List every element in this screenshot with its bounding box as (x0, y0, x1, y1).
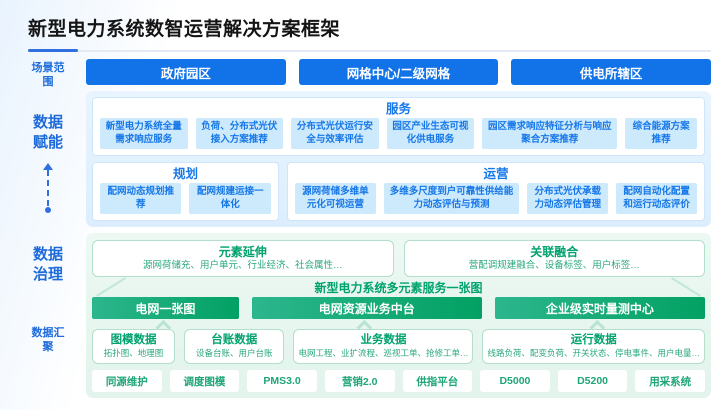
one-map-row: 新型电力系统多元素服务一张图 (92, 277, 705, 297)
source-system-box: 营销2.0 (324, 370, 395, 392)
data-card-title: 业务数据 (360, 334, 407, 346)
label-data-govern: 数据治理 (32, 246, 63, 283)
operations-item: 多维多尺度到户可靠性供给能力动态评估与预测 (383, 183, 520, 214)
operations-card: 运营 源网荷储多维单元化可视运营多维多尺度到户可靠性供给能力动态评估与预测分布式… (286, 162, 705, 221)
service-item: 园区产业生态可视化供电服务 (386, 118, 475, 149)
service-item: 综合能源方案推荐 (625, 118, 697, 149)
data-card-title: 图模数据 (110, 334, 157, 346)
governance-card-title: 元素延伸 (218, 245, 267, 259)
funnel-line-right (671, 277, 701, 297)
scene-button: 供电所辖区 (511, 59, 712, 85)
data-card: 图模数据 拓扑图、地理图 (92, 329, 176, 364)
one-map-label: 新型电力系统多元素服务一张图 (314, 280, 483, 295)
service-item: 园区需求响应特征分析与响应聚合方案推荐 (482, 118, 618, 149)
data-card-title: 运行数据 (570, 334, 617, 346)
up-arrow-icon (43, 163, 53, 213)
source-system-box: PMS3.0 (247, 370, 317, 392)
service-item: 新型电力系统全量需求响应服务 (100, 118, 188, 149)
element-card-row: 元素延伸 源网荷储充、用户单元、行业经济、社会属性… 关联融合 营配调规建融合、… (92, 240, 705, 277)
operations-items: 源网荷储多维单元化可视运营多维多尺度到户可靠性供给能力动态评估与预测分布式光伏承… (294, 183, 698, 214)
system-row: 同源维护调度图模 PMS3.0 营销2.0 供指平台 D5000 D5200 用采系统 (92, 370, 705, 392)
funnel-line-left (96, 277, 126, 297)
governance-card: 元素延伸 源网荷储充、用户单元、行业经济、社会属性… (92, 240, 394, 277)
scene-button: 网格中心/二级网格 (298, 59, 499, 85)
governance-card-desc: 营配调规建融合、设备标签、用户标签… (468, 260, 640, 271)
source-system-box: 调度图模 (169, 370, 240, 392)
data-card-row: 图模数据 拓扑图、地理图 台账数据 设备台账、用户台账 业务数据 电网工程、业扩… (92, 329, 705, 364)
operations-title: 运营 (483, 167, 509, 181)
governance-card-desc: 源网荷储充、用户单元、行业经济、社会属性… (142, 260, 343, 271)
operations-item: 源网荷储多维单元化可视运营 (294, 183, 376, 214)
data-card-desc: 设备台账、用户台账 (196, 348, 273, 358)
source-system-box: 同源维护 (92, 370, 162, 392)
data-card: 运行数据 线路负荷、配变负荷、开关状态、停电事件、用户电量… (482, 329, 705, 364)
chevron-row (92, 319, 705, 336)
planning-title: 规划 (172, 167, 198, 181)
label-data-gather: 数据汇聚 (31, 327, 65, 353)
governance-panel: 元素延伸 源网荷储充、用户单元、行业经济、社会属性… 关联融合 营配调规建融合、… (86, 233, 711, 398)
label-data-empower: 数据赋能 (32, 114, 63, 151)
platform-button-resource-middle-platform: 电网资源业务中台 (251, 297, 482, 319)
data-card: 台账数据 设备台账、用户台账 (184, 329, 285, 364)
title-divider (28, 49, 711, 52)
services-title: 服务 (385, 102, 411, 116)
empower-panel: 服务 新型电力系统全量需求响应服务负荷、分布式光伏接入方案推荐分布式光伏运行安全… (86, 91, 711, 227)
data-card-desc: 线路负荷、配变负荷、开关状态、停电事件、用户电量… (487, 348, 700, 358)
operations-item: 配网自动化配置和运行动态评价 (616, 183, 698, 214)
platform-button-row: 电网一张图 电网资源业务中台 企业级实时量测中心 (92, 297, 705, 319)
planning-item: 配网动态规划推荐 (100, 183, 182, 214)
page-title: 新型电力系统数智运营解决方案框架 (28, 19, 341, 40)
platform-button-grid-map: 电网一张图 (92, 297, 239, 319)
data-card-desc: 电网工程、业扩流程、巡视工单、抢修工单… (298, 348, 469, 358)
services-card: 服务 新型电力系统全量需求响应服务负荷、分布式光伏接入方案推荐分布式光伏运行安全… (92, 97, 705, 156)
planning-card: 规划 配网动态规划推荐配网规建运接一体化 (92, 162, 279, 221)
label-scene-scope: 场景范围 (31, 62, 65, 88)
divider-accent (28, 49, 78, 52)
service-item: 分布式光伏运行安全与效率评估 (291, 118, 379, 149)
governance-card: 关联融合 营配调规建融合、设备标签、用户标签… (403, 240, 705, 277)
data-card-title: 台账数据 (211, 334, 258, 346)
operations-item: 分布式光伏承载力动态评估管理 (527, 183, 609, 214)
source-system-box: 供指平台 (402, 370, 473, 392)
scene-button: 政府园区 (86, 59, 286, 85)
left-rail: 场景范围 数据赋能 数据治理 数据汇聚 (28, 59, 86, 398)
data-card-desc: 拓扑图、地理图 (103, 348, 164, 358)
governance-card-title: 关联融合 (530, 245, 579, 259)
service-item: 负荷、分布式光伏接入方案推荐 (195, 118, 284, 149)
services-items: 新型电力系统全量需求响应服务负荷、分布式光伏接入方案推荐分布式光伏运行安全与效率… (100, 118, 697, 149)
source-system-box: D5000 (480, 370, 550, 392)
source-system-box: 用采系统 (635, 370, 705, 392)
scene-button-row: 政府园区网格中心/二级网格供电所辖区 (86, 59, 712, 85)
planning-item: 配网规建运接一体化 (189, 183, 271, 214)
planning-items: 配网动态规划推荐配网规建运接一体化 (100, 183, 271, 214)
data-card: 业务数据 电网工程、业扩流程、巡视工单、抢修工单… (293, 329, 474, 364)
platform-button-realtime-measure-center: 企业级实时量测中心 (494, 297, 705, 319)
source-system-box: D5200 (557, 370, 628, 392)
